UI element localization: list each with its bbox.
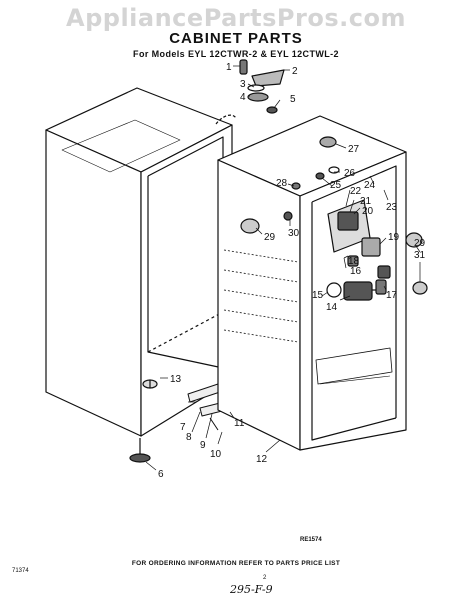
callout-6: 6: [158, 469, 164, 480]
ordering-note: FOR ORDERING INFORMATION REFER TO PARTS …: [131, 560, 341, 567]
callout-14: 14: [326, 302, 338, 313]
callout-31: 31: [414, 250, 426, 261]
page-number: 2: [263, 575, 267, 581]
callout-25: 25: [330, 180, 342, 191]
callout-7: 7: [180, 422, 186, 433]
callout-20: 20: [362, 206, 374, 217]
callout-18: 18: [348, 256, 360, 267]
callout-17: 17: [386, 290, 398, 301]
page-subtitle: For Models EYL 12CTWR-2 & EYL 12CTWL-2: [133, 49, 339, 59]
callout-3: 3: [240, 79, 246, 90]
callout-30: 30: [288, 228, 300, 239]
callout-16: 16: [350, 266, 362, 277]
callout-26: 26: [344, 168, 356, 179]
callout-2: 2: [292, 66, 298, 77]
callout-10: 10: [210, 449, 222, 460]
light-socket-assembly: [326, 265, 391, 301]
hinge-bracket: [142, 379, 158, 389]
page-title: CABINET PARTS: [169, 30, 303, 47]
shelf-supports: [240, 211, 428, 295]
watermark-text: AppliancePartsPros.com: [66, 4, 406, 32]
callout-13: 13: [170, 374, 182, 385]
callout-24: 24: [364, 180, 376, 191]
callout-labels: 1 2 3 4 5 6 7 8 9 10 11 12 13 14 15 16 1…: [158, 62, 426, 480]
callout-5: 5: [290, 94, 296, 105]
callout-11: 11: [234, 418, 245, 429]
callout-4: 4: [240, 92, 246, 103]
callout-23: 23: [386, 202, 398, 213]
callout-22: 22: [350, 186, 362, 197]
top-liner-parts: [291, 136, 340, 190]
control-housing: [327, 199, 381, 267]
callout-27: 27: [348, 144, 360, 155]
callout-21: 21: [360, 196, 372, 207]
callout-12: 12: [256, 454, 268, 465]
refrigerator-liner: [217, 115, 407, 451]
leader-lines: [145, 65, 421, 471]
callout-15: 15: [312, 290, 324, 301]
callout-29-left: 29: [264, 232, 276, 243]
callout-8: 8: [186, 432, 192, 443]
callout-9: 9: [200, 440, 206, 451]
callout-28: 28: [276, 178, 288, 189]
diagram-reference-code: RE1574: [300, 537, 322, 543]
callout-19: 19: [388, 232, 400, 243]
top-hinge-assembly: [215, 59, 285, 125]
leveling-leg: [129, 438, 151, 463]
document-code: 71374: [12, 568, 29, 574]
cabinet-shell: [45, 87, 233, 437]
callout-1: 1: [226, 62, 232, 73]
callout-29-right: 29: [414, 238, 426, 249]
handwritten-annotation: 295-F-9: [230, 583, 273, 596]
